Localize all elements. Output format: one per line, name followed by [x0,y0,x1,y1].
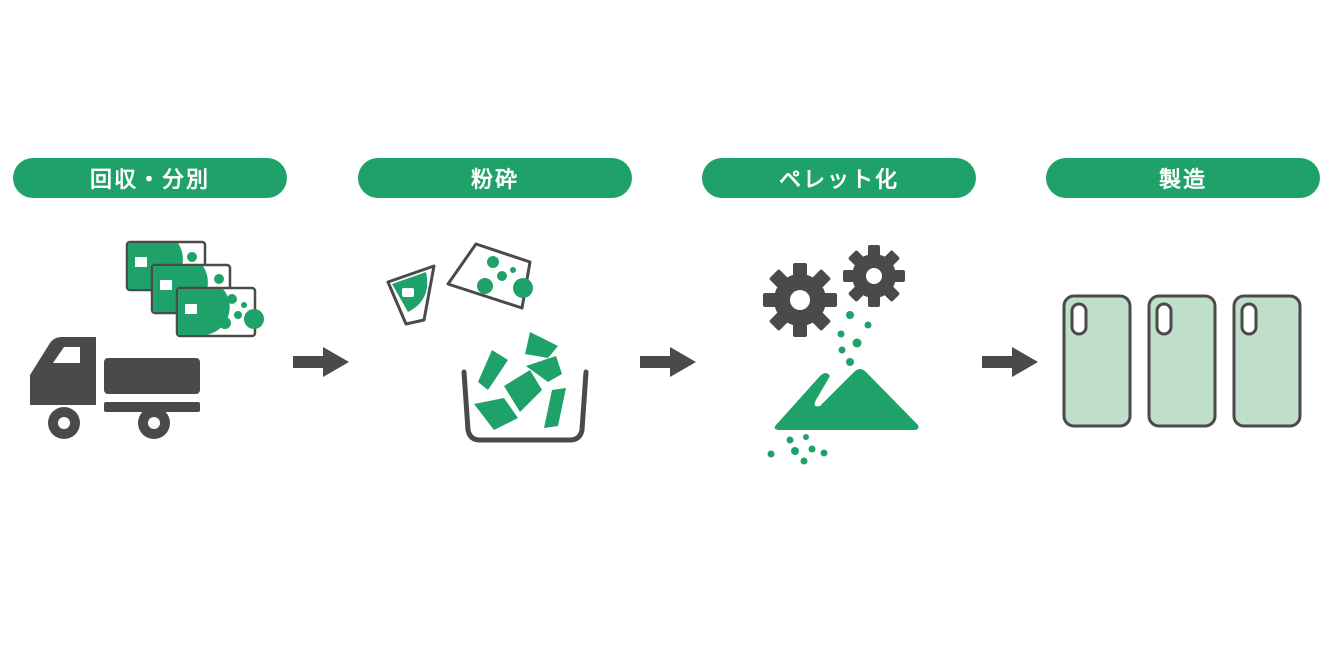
arrow-right-icon [293,347,349,377]
truck-with-cards-icon [30,240,264,439]
gears-and-pellets-icon [763,245,919,465]
step-1-label: 回収・分別 [13,158,287,198]
step-4-label: 製造 [1046,158,1320,198]
phone-cases-icon [1062,294,1302,428]
arrow-right-icon [982,347,1038,377]
arrow-right-icon [640,347,696,377]
step-2-label: 粉砕 [358,158,632,198]
crushed-pieces-in-bin-icon [386,242,589,443]
step-3-label: ペレット化 [702,158,976,198]
